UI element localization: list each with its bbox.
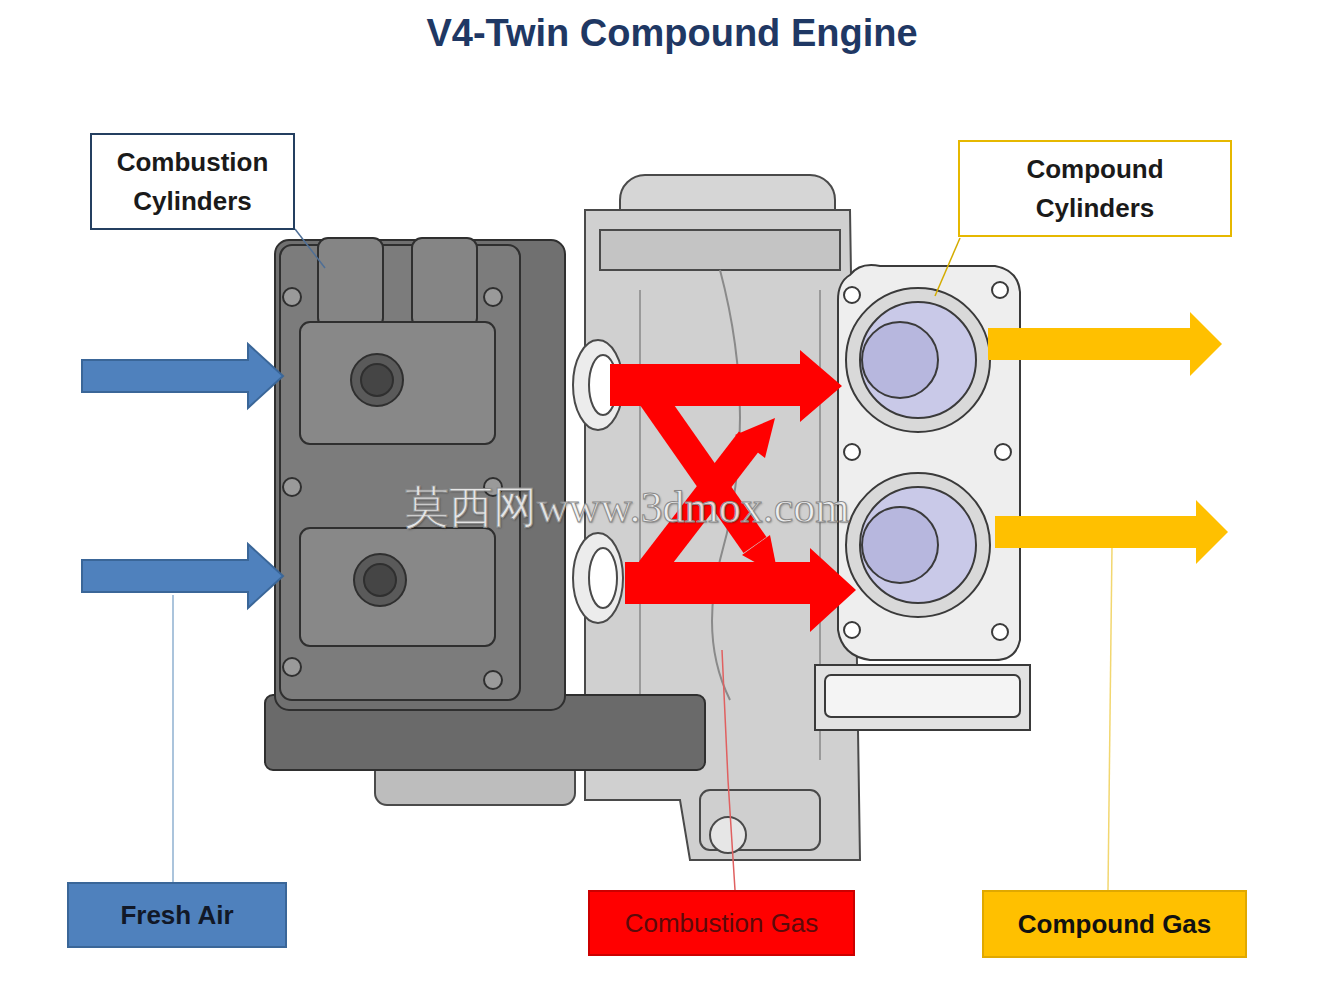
node-label: Compound Cylinders (1000, 150, 1190, 228)
diagram-title: V4-Twin Compound Engine (0, 12, 1344, 55)
node-label: Combustion Cylinders (102, 143, 283, 221)
node-label: Compound Gas (1018, 905, 1212, 944)
legend-box: Combustion Gas (588, 890, 855, 956)
leader-lines (173, 229, 1112, 890)
watermark: 莫西网www.3dmox.com (405, 478, 849, 537)
callout-box: Combustion Cylinders (90, 133, 295, 230)
legend-box: Compound Gas (982, 890, 1247, 958)
compound-gas-arrows (988, 312, 1228, 564)
legend-box: Fresh Air (67, 882, 287, 948)
node-label: Combustion Gas (625, 904, 819, 943)
callout-box: Compound Cylinders (958, 140, 1232, 237)
node-label: Fresh Air (120, 896, 233, 935)
fresh-air-arrows (82, 344, 283, 608)
